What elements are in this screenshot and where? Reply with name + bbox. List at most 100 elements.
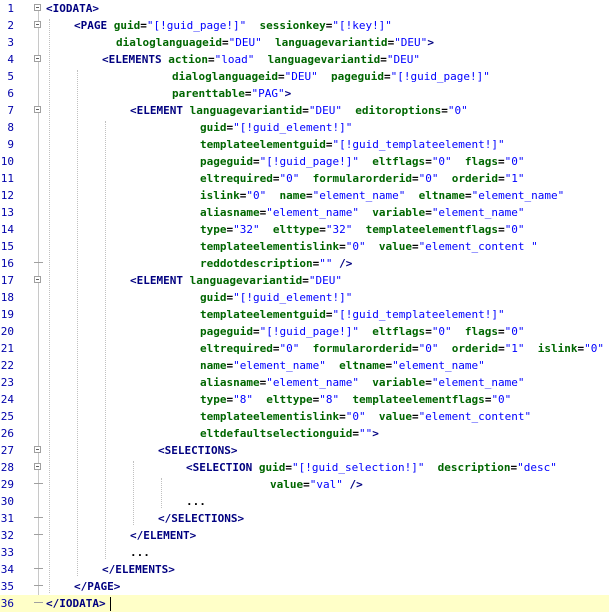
indent-guide <box>105 121 106 559</box>
code-text: aliasname="element_name" variable="eleme… <box>200 374 525 391</box>
code-text: eltrequired="0" formularorderid="0" orde… <box>200 170 525 187</box>
fold-minus-icon[interactable] <box>34 106 41 113</box>
fold-end-icon <box>34 530 43 539</box>
token-val: "element_name" <box>471 189 565 202</box>
line-number: 25 <box>0 410 14 423</box>
token-eq: = <box>498 172 505 185</box>
token-attr: dialoglanguageid <box>116 36 222 49</box>
token-attr: languagevariantid <box>254 53 381 66</box>
token-attr: elttype <box>253 393 313 406</box>
line-number: 2 <box>7 19 14 32</box>
indent-guide <box>161 478 162 508</box>
code-line[interactable]: 36</IODATA> <box>0 595 609 612</box>
token-attr: languagevariantid <box>261 36 388 49</box>
code-text: eltrequired="0" formularorderid="0" orde… <box>200 340 604 357</box>
line-number: 20 <box>0 325 14 338</box>
code-line[interactable]: 17<ELEMENT languagevariantid="DEU" <box>0 272 609 289</box>
token-eq: = <box>464 189 472 202</box>
code-line[interactable]: 1<IODATA> <box>0 0 609 17</box>
token-eq: = <box>325 308 333 321</box>
token-tag: > <box>372 427 379 440</box>
fold-minus-icon[interactable] <box>34 21 41 28</box>
token-plain: ... <box>186 495 206 508</box>
indent-guide <box>49 19 50 593</box>
token-val: "element_content " <box>418 240 538 253</box>
code-text: <ELEMENT languagevariantid="DEU" <box>130 272 342 289</box>
token-eq: = <box>221 36 229 49</box>
token-tag: </ELEMENTS> <box>102 563 175 576</box>
code-line[interactable]: 27<SELECTIONS> <box>0 442 609 459</box>
token-eq: = <box>411 240 419 253</box>
code-text: templateelementguid="[!guid_templateelem… <box>200 136 505 153</box>
code-line[interactable]: 35</PAGE> <box>0 578 609 595</box>
token-attr: eltname <box>325 359 386 372</box>
token-attr: flags <box>451 155 499 168</box>
code-line[interactable]: 2<PAGE guid="[!guid_page!]" sessionkey="… <box>0 17 609 34</box>
token-eq: = <box>498 155 505 168</box>
code-line[interactable]: 30... <box>0 493 609 510</box>
code-line[interactable]: 33... <box>0 544 609 561</box>
fold-end-icon <box>34 581 43 590</box>
token-attr: type <box>200 393 227 406</box>
code-line[interactable]: 32</ELEMENT> <box>0 527 609 544</box>
fold-minus-icon[interactable] <box>34 55 41 62</box>
token-val: "1" <box>504 342 525 355</box>
token-attr: parenttable <box>172 87 245 100</box>
token-val: "[!guid_page!]" <box>259 155 359 168</box>
fold-minus-icon[interactable] <box>34 446 41 453</box>
token-eq: = <box>498 342 505 355</box>
fold-minus-icon[interactable] <box>34 276 41 283</box>
fold-end-icon <box>34 598 43 607</box>
token-eq: = <box>302 104 309 117</box>
code-text: aliasname="element_name" variable="eleme… <box>200 204 525 221</box>
line-number-gutter <box>0 0 27 613</box>
token-eq: = <box>498 223 505 236</box>
token-tag: <ELEMENTS <box>102 53 169 66</box>
indent-guide <box>77 70 78 576</box>
token-attr: sessionkey <box>246 19 326 32</box>
token-eq: = <box>277 70 285 83</box>
code-line[interactable]: 34</ELEMENTS> <box>0 561 609 578</box>
token-attr: action <box>168 53 208 66</box>
code-line[interactable]: 4<ELEMENTS action="load" languagevariant… <box>0 51 609 68</box>
token-val: "element_name" <box>431 206 525 219</box>
code-line[interactable]: 7<ELEMENT languagevariantid="DEU" editor… <box>0 102 609 119</box>
token-val: "0" <box>447 104 468 117</box>
code-line[interactable]: 31</SELECTIONS> <box>0 510 609 527</box>
token-val: "" <box>358 427 373 440</box>
token-attr: templateelementguid <box>200 308 326 321</box>
token-val: "PAG" <box>251 87 285 100</box>
token-tag: <PAGE <box>74 19 114 32</box>
fold-minus-icon[interactable] <box>34 463 41 470</box>
code-line[interactable]: 28<SELECTION guid="[!guid_selection!]" d… <box>0 459 609 476</box>
token-eq: = <box>339 410 346 423</box>
text-caret <box>109 597 111 611</box>
code-text: <SELECTION guid="[!guid_selection!]" des… <box>186 459 557 476</box>
fold-minus-icon[interactable] <box>34 4 41 11</box>
fold-end-icon <box>34 479 43 488</box>
